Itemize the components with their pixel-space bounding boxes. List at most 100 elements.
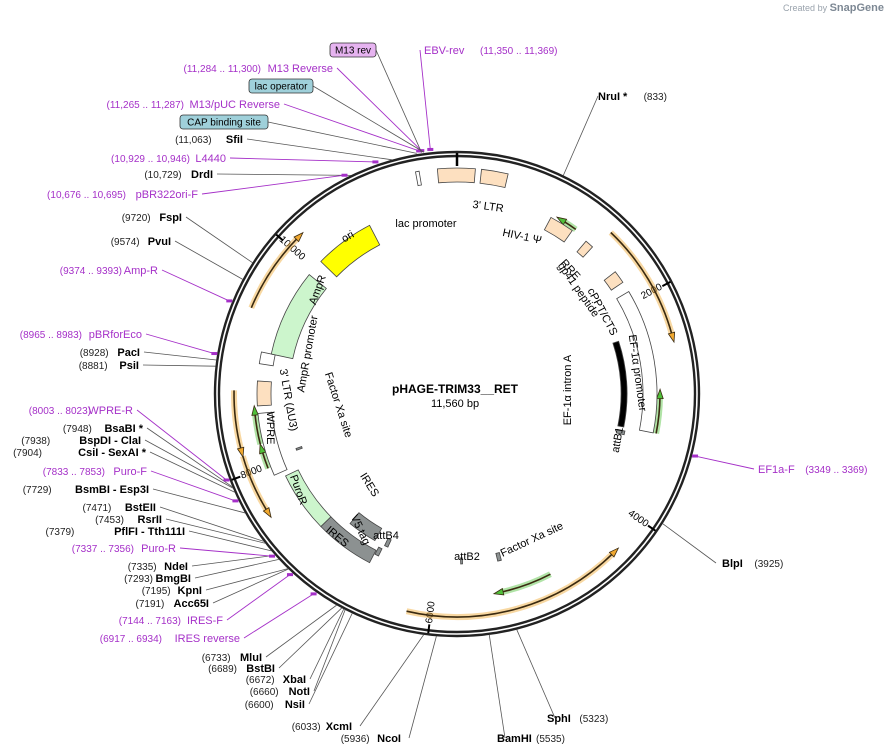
enzyme-leader [488,634,506,739]
enzyme-name: PsiI [119,360,139,372]
label-attb4: attB4 [373,530,399,542]
orf-glow [500,571,552,596]
enzyme-leader [313,609,346,692]
primer-name: Amp-R [124,265,158,277]
box-leader [375,49,422,153]
feature-factor-xa [460,557,463,565]
primer-leader [161,269,230,302]
label-factor-xa-2: Factor Xa site [322,371,354,439]
primer-label: M13 Reverse(11,284 .. 11,300) [184,63,333,75]
enzyme-name: PflFI - Tth111I [114,526,185,538]
enzyme-name: SphI [547,713,571,725]
enzyme-leader [216,173,351,176]
enzyme-label: BamHI (5535) [497,733,565,745]
enzyme-position: (7293) [124,574,153,585]
label-attb1: attB1 [610,426,626,453]
primer-mark [416,149,423,153]
label-wpre: WPRE [264,412,276,445]
enzyme-label: NsiI(6600) [245,699,305,711]
enzyme-name: CsiI - SexAI * [78,447,147,459]
primer-label: pBR322ori-F(10,676 .. 10,695) [47,189,198,201]
tick-mark [231,475,241,481]
primer-name: M13/pUC Reverse [190,99,280,111]
feature-lac-promoter [415,170,422,187]
enzyme-position: (8881) [79,361,108,372]
plasmid-name: pHAGE-TRIM33__RET [392,382,519,396]
enzyme-name: FspI [159,212,182,224]
enzyme-leader [159,506,264,542]
primer-mark [286,573,293,577]
primer-mark [268,554,275,558]
enzyme-name: RsrII [138,514,162,526]
orf-arrowhead [667,331,676,344]
primer-position: (10,929 .. 10,946) [111,154,190,165]
enzyme-label: KpnI(7195) [142,585,202,597]
enzyme-position: (10,729) [144,170,181,181]
primer-position: (11,284 .. 11,300) [184,64,261,75]
primer-mark [223,478,230,482]
enzyme-name: PacI [117,347,140,359]
feature-hiv-psi [479,168,509,188]
primer-leader [229,157,376,163]
primer-label: EF1a-F(3349 .. 3369) [758,464,867,476]
orf-arrowhead [251,404,259,416]
boxed-feature [179,114,269,130]
feature-3ltr-du3 [256,380,272,407]
center-title: pHAGE-TRIM33__RET 11,560 bp [392,382,519,410]
enzyme-leader [212,568,289,604]
primer-name: EF1a-F [758,464,795,476]
enzyme-leader [185,216,253,264]
primer-mark [341,173,348,177]
primer-label: Puro-F(7833 .. 7853) [43,466,148,478]
primer-name: pBRforEco [89,329,142,341]
orf-arrowhead [492,587,505,596]
boxed-feature [248,78,314,94]
tick-mark [647,524,657,532]
enzyme-name: NsiI [285,699,305,711]
feature-gp41 [576,240,594,258]
feature-v5-tag [374,546,383,557]
tick-mark [661,281,671,287]
primer-leader [243,593,314,639]
enzyme-position: (9720) [122,213,151,224]
enzyme-label: Acc65I(7191) [135,598,209,610]
enzyme-label: SfiI(11,063) [175,134,243,146]
enzyme-label: BstEII(7471) [82,502,156,514]
enzyme-leader [165,518,266,544]
feature-ef1a-promoter [616,290,658,434]
enzyme-label: BmgBI(7293) [124,573,191,585]
enzyme-leader [144,439,234,489]
enzyme-name: BmgBI [156,573,191,585]
primer-leader [694,455,755,470]
enzyme-leader [152,488,246,514]
enzyme-position: (7191) [135,599,164,610]
enzyme-label: PvuI(9574) [111,236,171,248]
enzyme-label: MluI(6733) [202,652,262,664]
enzyme-name: BamHI [497,733,532,745]
feature-cppt [603,271,624,291]
enzyme-position: (7379) [45,527,74,538]
primer-label: pBRforEco(8965 .. 8983) [20,329,142,341]
enzyme-position: (5535) [536,734,565,745]
box-leader [312,85,425,153]
enzyme-name: NotI [289,686,310,698]
orf-glow [248,235,301,309]
feature-attb1 [615,428,626,436]
label-leaders [136,49,755,739]
primer-position: (7337 .. 7356) [72,544,134,555]
enzyme-position: (6689) [208,664,237,675]
enzyme-name: DrdI [191,169,213,181]
enzyme-position: (7453) [95,515,124,526]
tick-label: 6000 [424,600,438,624]
enzyme-leader [662,523,717,564]
boxed-feature-label: M13 rev [335,46,371,57]
snapgene-watermark: Created by SnapGene [783,2,884,14]
boxed-feature [329,42,377,58]
enzyme-label: BspDI - ClaI(7938) [21,435,141,447]
enzyme-leader [191,554,276,567]
tick-mark [427,624,431,634]
enzyme-leader [309,608,345,680]
primer-mark [211,352,218,356]
enzyme-label: XbaI(6672) [246,674,306,686]
primer-label: WPRE-R(8003 .. 8023) [29,405,133,417]
